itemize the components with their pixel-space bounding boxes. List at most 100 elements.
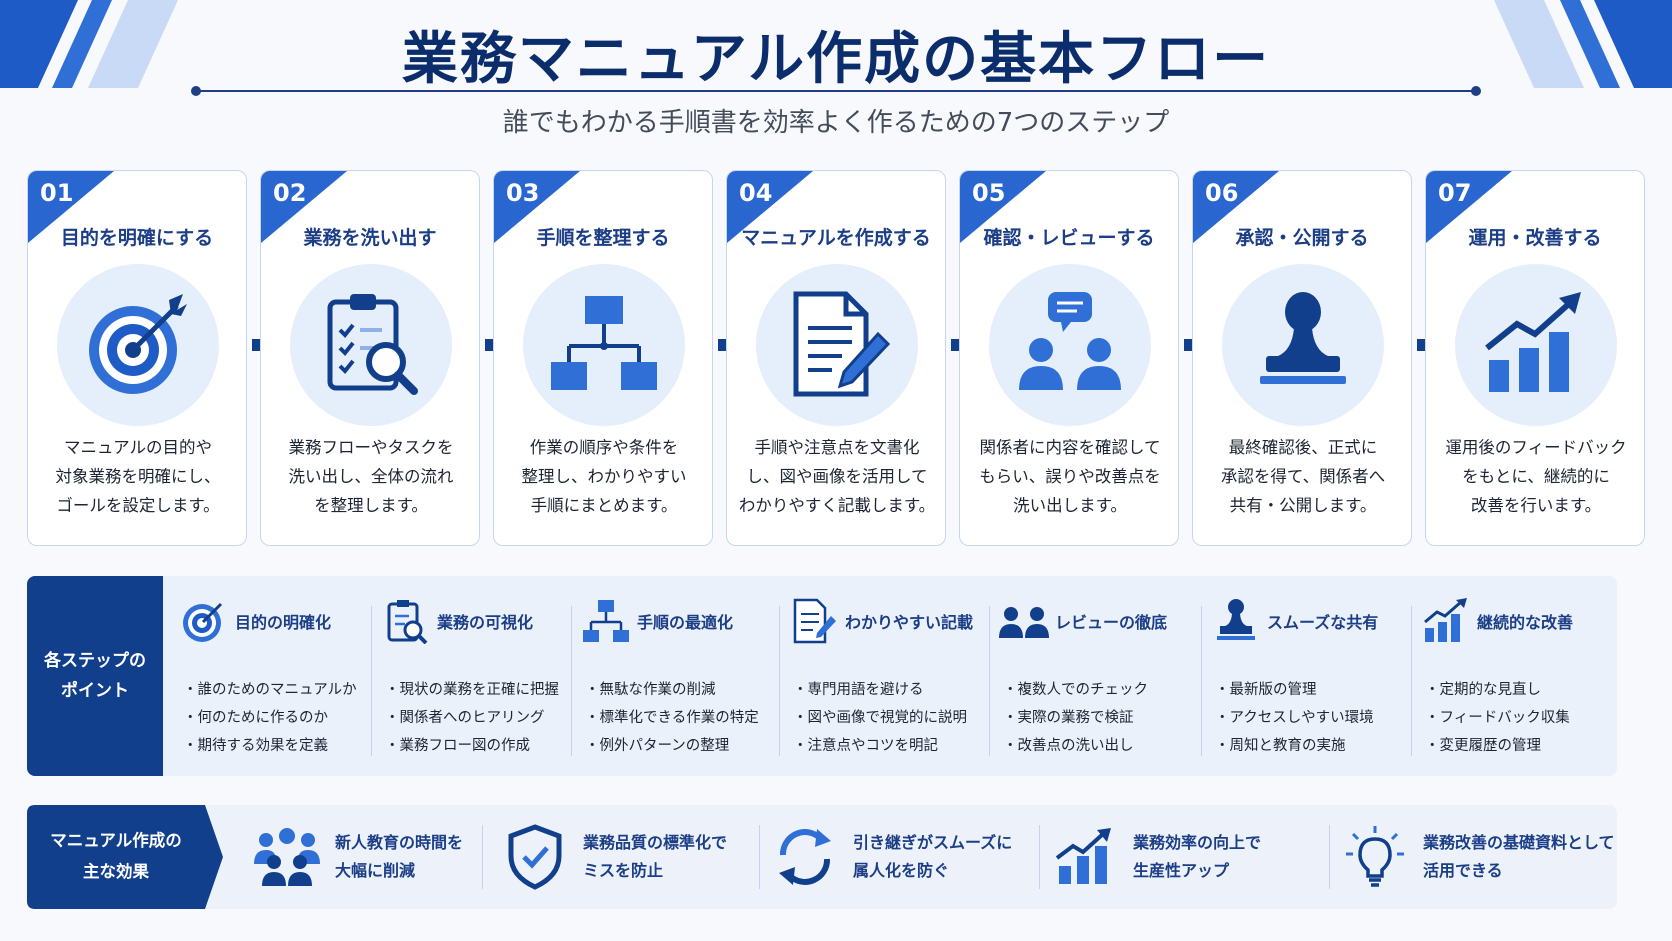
point-title: わかりやすい記載 <box>845 613 974 632</box>
step-card-4: 04 マニュアルを作成する 手順や注意点を文書化 し、図や画像を活用して わかり… <box>726 170 946 546</box>
point-column-2: 業務の可視化 現状の業務を正確に把握 関係者へのヒアリング 業務フロー図の作成 <box>379 592 579 762</box>
growth-chart-icon <box>1424 598 1467 642</box>
step-title: 運用・改善する <box>1468 227 1602 249</box>
point-column-4: わかりやすい記載 専門用語を避ける 図や画像で視覚的に説明 注意点やコツを明記 <box>787 592 987 762</box>
effect-text: 引き継ぎがスムーズに属人化を防ぐ <box>853 833 1013 880</box>
corner-decoration-right <box>1494 0 1672 88</box>
point-column-1: 目的の明確化 誰のためのマニュアルか 何のために作るのか 期待する効果を定義 <box>177 592 377 762</box>
page-title: 業務マニュアル作成の基本フロー <box>401 27 1271 92</box>
step-card-1: 01 目的を明確にする マニュアルの目的や 対象業務を明確にし、 ゴールを設定し… <box>27 170 247 546</box>
point-title: 継続的な改善 <box>1477 613 1574 632</box>
step-card-2: 02 業務を洗い出す 業務フローやタスクを 洗い出し、全体の流れ を整理します。 <box>260 170 480 546</box>
effect-text: 業務効率の向上で生産性アップ <box>1133 833 1262 880</box>
stamp-icon <box>1260 292 1346 384</box>
step-number-tab <box>1193 171 1279 243</box>
hierarchy-icon <box>551 296 657 390</box>
point-title: 目的の明確化 <box>235 613 332 632</box>
point-column-3: 手順の最適化 無駄な作業の削減 標準化できる作業の特定 例外パターンの整理 <box>579 592 779 762</box>
effect-text: 新人教育の時間を大幅に削減 <box>335 833 464 880</box>
step-number: 05 <box>972 179 1006 207</box>
target-icon <box>89 294 187 394</box>
step-title: 承認・公開する <box>1235 227 1369 249</box>
step-card-6: 06 承認・公開する 最終確認後、正式に 承認を得て、関係者へ 共有・公開します… <box>1192 170 1412 546</box>
group-icon <box>254 828 320 886</box>
point-title: レビューの徹底 <box>1055 613 1168 632</box>
step-number-tab <box>261 171 347 243</box>
stamp-icon <box>1217 599 1255 640</box>
column-divider <box>482 825 483 889</box>
step-description: 運用後のフィードバック をもとに、継続的に 改善を行います。 <box>1445 438 1627 515</box>
effect-item-3: 引き継ぎがスムーズに属人化を防ぐ <box>767 817 1012 897</box>
step-description: 業務フローやタスクを 洗い出し、全体の流れ を整理します。 <box>288 438 454 515</box>
people-chat-icon <box>1019 292 1121 390</box>
document-pen-icon <box>793 598 836 644</box>
document-pen-icon <box>793 291 891 397</box>
point-bullets: 専門用語を避ける 図や画像で視覚的に説明 注意点やコツを明記 <box>793 676 968 760</box>
step-number: 06 <box>1205 179 1239 207</box>
step-description: マニュアルの目的や 対象業務を明確にし、 ゴールを設定します。 <box>55 438 221 515</box>
point-column-5: レビューの徹底 複数人でのチェック 実際の業務で検証 改善点の洗い出し <box>997 592 1197 762</box>
column-divider <box>1329 825 1330 889</box>
step-icon-circle <box>756 264 918 426</box>
column-divider <box>989 606 990 756</box>
step-number-tab <box>727 171 813 243</box>
column-divider <box>1411 606 1412 756</box>
column-divider <box>779 606 780 756</box>
point-title: 手順の最適化 <box>637 613 734 632</box>
step-title: 目的を明確にする <box>60 227 214 249</box>
point-column-6: スムーズな共有 最新版の管理 アクセスしやすい環境 周知と教育の実施 <box>1209 592 1409 762</box>
step-icon-circle <box>57 264 219 426</box>
step-card-5: 05 確認・レビューする 関係者に内容を確認して もらい、誤りや改善点を 洗い出… <box>959 170 1179 546</box>
step-number: 03 <box>506 179 540 207</box>
step-icon-circle <box>1222 264 1384 426</box>
effect-text: 業務改善の基礎資料として活用できる <box>1423 833 1615 880</box>
effects-panel: マニュアル作成の 主な効果 新人教育の時間を大幅に削減 業務品質の標準化でミスを… <box>27 805 1617 909</box>
step-number: 07 <box>1438 179 1472 207</box>
column-divider <box>759 825 760 889</box>
step-title: 業務を洗い出す <box>303 227 437 249</box>
hierarchy-icon <box>583 600 629 642</box>
step-number-tab <box>960 171 1046 243</box>
step-card-3: 03 手順を整理する 作業の順序や条件を 整理し、わかりやすい 手順にまとめます… <box>493 170 713 546</box>
step-number: 04 <box>739 179 773 207</box>
point-bullets: 定期的な見直し フィードバック収集 変更履歴の管理 <box>1425 676 1570 760</box>
column-divider <box>371 606 372 756</box>
step-description: 作業の順序や条件を 整理し、わかりやすい 手順にまとめます。 <box>521 438 687 515</box>
step-icon-circle <box>290 264 452 426</box>
page-subtitle: 誰でもわかる手順書を効率よく作るための7つのステップ <box>502 108 1170 138</box>
step-description: 最終確認後、正式に 承認を得て、関係者へ 共有・公開します。 <box>1220 438 1386 515</box>
point-column-7: 継続的な改善 定期的な見直し フィードバック収集 変更履歴の管理 <box>1419 592 1619 762</box>
step-icon-circle <box>523 264 685 426</box>
effect-item-4: 業務効率の向上で生産性アップ <box>1047 817 1261 897</box>
point-title: スムーズな共有 <box>1267 613 1379 632</box>
step-number-tab <box>1426 171 1512 243</box>
step-description: 手順や注意点を文書化 し、図や画像を活用して わかりやすく記載します。 <box>738 438 936 515</box>
point-bullets: 現状の業務を正確に把握 関係者へのヒアリング 業務フロー図の作成 <box>385 676 560 760</box>
point-bullets: 誰のためのマニュアルか 何のために作るのか 期待する効果を定義 <box>183 676 357 760</box>
step-card-7: 07 運用・改善する 運用後のフィードバック をもとに、継続的に 改善を行います… <box>1425 170 1645 546</box>
step-description: 関係者に内容を確認して もらい、誤りや改善点を 洗い出します。 <box>979 438 1161 515</box>
step-number-tab <box>28 171 114 243</box>
lightbulb-icon <box>1346 826 1404 887</box>
point-bullets: 複数人でのチェック 実際の業務で検証 改善点の洗い出し <box>1003 676 1149 760</box>
step-number: 02 <box>273 179 307 207</box>
column-divider <box>571 606 572 756</box>
step-number: 01 <box>40 179 74 207</box>
point-bullets: 無駄な作業の削減 標準化できる作業の特定 例外パターンの整理 <box>585 676 759 760</box>
clipboard-search-icon <box>387 600 428 644</box>
column-divider <box>1039 825 1040 889</box>
title-divider <box>191 86 1481 96</box>
target-icon <box>183 602 223 642</box>
step-title: 手順を整理する <box>536 227 670 249</box>
effect-item-2: 業務品質の標準化でミスを防止 <box>497 817 727 897</box>
step-title: マニュアルを作成する <box>741 227 931 249</box>
point-title: 業務の可視化 <box>437 613 534 632</box>
effects-heading: マニュアル作成の 主な効果 <box>27 805 227 909</box>
point-bullets: 最新版の管理 アクセスしやすい環境 周知と教育の実施 <box>1215 676 1374 760</box>
effect-text: 業務品質の標準化でミスを防止 <box>583 833 728 880</box>
corner-decoration-left <box>0 0 178 88</box>
clipboard-search-icon <box>327 294 418 395</box>
step-points-panel: 各ステップの ポイント 目的の明確化 誰のためのマニュアルか 何のために作るのか… <box>27 576 1617 776</box>
bar-growth-icon <box>1055 828 1111 884</box>
points-heading: 各ステップの ポイント <box>27 576 163 776</box>
